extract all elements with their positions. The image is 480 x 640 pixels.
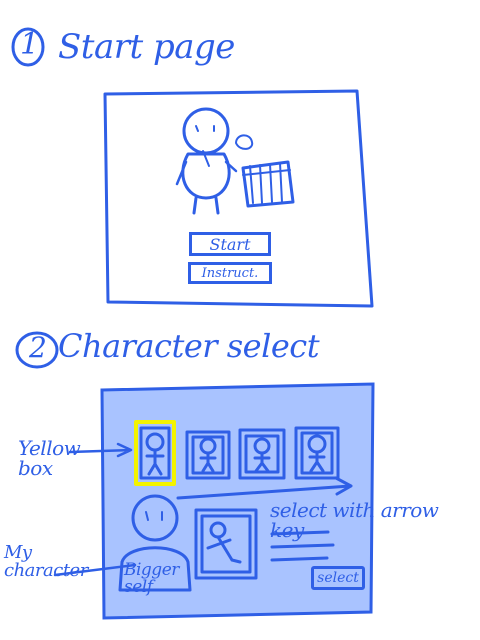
step-two-circle (15, 331, 59, 369)
character-select-heading: Character select (58, 327, 320, 365)
character-card-1 (134, 420, 176, 486)
instructions-button[interactable]: Instruct. (188, 262, 272, 284)
yellow-box-pointer (68, 442, 133, 458)
character-card-3 (238, 428, 286, 480)
step-one-circle (11, 27, 45, 67)
start-character-head (182, 107, 230, 155)
select-arrow (176, 476, 353, 500)
start-page-section (11, 27, 374, 308)
treasure-chest (241, 160, 295, 208)
speech-bubble (235, 134, 254, 150)
my-character-pointer (53, 563, 137, 577)
character-card-2 (185, 430, 231, 480)
start-page-frame (103, 89, 374, 308)
yellow-box-note: Yellow box (18, 436, 81, 480)
select-hint-note: select with arrow key (270, 498, 439, 542)
preview-card (194, 508, 258, 580)
my-character-head (131, 494, 179, 542)
my-character-body (118, 546, 192, 592)
character-card-4 (294, 426, 340, 480)
step-two-number: 2 (29, 331, 47, 364)
bigger-self-label: Bigger self (124, 560, 179, 597)
select-button[interactable]: select (311, 566, 365, 590)
start-character-body (181, 152, 231, 200)
character-select-section (15, 331, 375, 620)
my-character-note: My character (4, 542, 88, 581)
step-one-number: 1 (20, 27, 39, 62)
start-page-heading: Start page (58, 27, 235, 67)
start-button[interactable]: Start (189, 232, 271, 256)
description-lines (270, 530, 335, 562)
